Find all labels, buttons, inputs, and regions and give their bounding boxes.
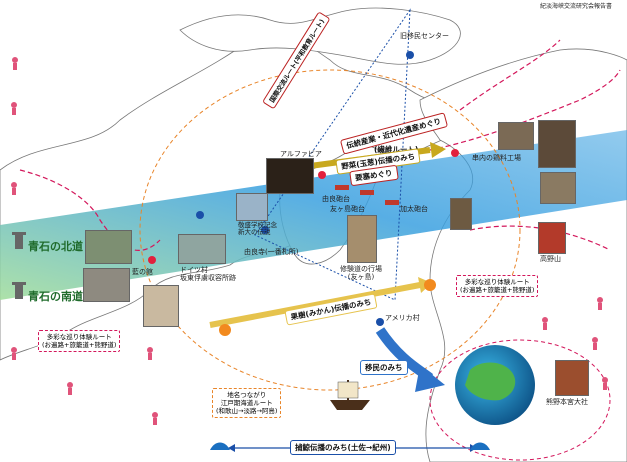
photo-yura [347,215,377,263]
label-kushi: 串内の鶏料工場 [472,154,521,162]
route-sessen: (繊維ルート) [374,145,419,154]
route-aoishi-kita: 青石の北道 [28,240,83,253]
photo-kushi [498,122,534,150]
ship-icon [330,380,370,410]
label-doitsu: ドイツ村 坂東俘虜収容所跡 [180,266,236,283]
label-yuji: 由良寺(一番札所) [244,248,299,256]
globe-continent [465,362,516,401]
label-ai: 藍の館 [132,268,153,276]
cannon-icons [335,185,399,205]
circle-orange [139,69,521,391]
label-kokyo: 敬盛学校記念 新大の伝説 [238,221,277,237]
arrowhead-yasai [430,142,446,158]
route-red-upper [459,39,561,111]
label-koyasan: 高野山 [540,255,561,263]
label-shuzen: 修験道の行場 (友ヶ島) [340,265,382,282]
photo-aoishi1 [85,230,132,264]
label-kyu-imin: 旧移民センター [400,32,449,40]
coastline-north [179,7,461,65]
photo-doitsu [178,234,226,264]
route-aoishi-minami: 青石の南道 [28,290,83,303]
orange-icons [219,279,436,336]
red-dots [148,149,459,264]
lantern-icons [12,232,26,299]
photo-kushi2 [538,120,576,168]
wave-icons [210,442,490,450]
header-credit: 紀淡海峡交流研究会報告書 [540,3,613,10]
label-kumano: 熊野本宮大社 [546,398,588,406]
route-red-top [429,69,621,151]
box-chimei: 地名つながり 江戸期海道ルート (和歌山→淡路→阿島) [212,388,282,419]
blue-dots [196,51,414,326]
route-hogei: 捕鯨伝播のみち(土佐→紀州) [290,440,396,455]
label-yura-houdai: 由良砲台 [322,195,350,203]
photo-kokyo [236,193,268,221]
photo-kumano [555,360,589,396]
photo-tomo [450,198,472,230]
label-america: アメリカ村 [385,314,420,322]
pilgrim-icons [11,57,608,425]
photo-factory [540,172,576,204]
circle-kushimoto [429,339,611,461]
route-imin: 移民のみち [360,360,408,375]
label-tomo-houdai: 友ヶ島砲台 [330,205,365,213]
heritage-band [0,130,627,300]
box-right-taiken: 多彩な巡り体験ルート (お遍路+旅籠道+熊野道) [456,275,539,298]
photo-koyasan [538,222,566,254]
photo-alpha [266,158,314,194]
label-kada: 加太砲台 [400,205,428,213]
route-red-left [19,169,161,251]
label-alpha: アルファビア [280,150,322,158]
photo-aoishi2 [83,268,130,302]
photo-aoishi3 [143,285,179,327]
arrowhead-hogei-left [228,444,235,452]
arrowhead-imin [415,365,445,392]
box-left-taiken: 多彩な巡り体験ルート (お遍路+旅籠道+熊野道) [38,330,121,353]
